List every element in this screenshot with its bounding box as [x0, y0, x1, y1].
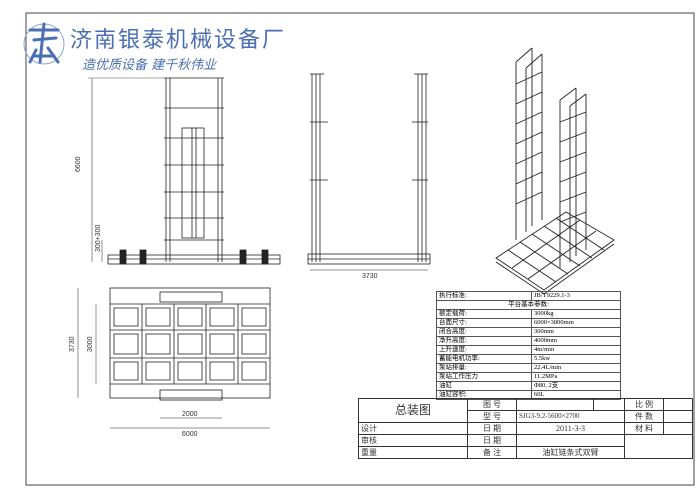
param-value: JB/T9229.1-3 — [531, 291, 621, 301]
param-header: 平台基本参数: — [436, 300, 621, 310]
front-elevation-view — [88, 77, 281, 265]
plan-view — [77, 287, 271, 429]
parameter-table: 执行标准: JB/T9229.1-3 平台基本参数: 额定载荷:3000kg 台… — [436, 291, 621, 400]
isometric-view — [495, 47, 615, 295]
param-row: 台面尺寸:6000×3000mm — [436, 318, 621, 328]
param-value: 22.4L/min — [531, 363, 621, 373]
scale-value — [663, 398, 693, 411]
count-value — [663, 410, 693, 423]
plan-width-outer-dim: 6000 — [182, 431, 198, 438]
param-key: 油缸 — [436, 381, 532, 391]
plan-width-inner-dim: 2000 — [182, 411, 198, 418]
param-value: 3000kg — [531, 309, 621, 319]
param-value: 4000mm — [531, 336, 621, 346]
plan-depth-outer-dim: 3730 — [69, 336, 76, 352]
param-header-row: 平台基本参数: — [436, 300, 621, 310]
date2-value — [516, 434, 625, 447]
label-note: 备 注 — [467, 446, 517, 459]
param-value: 4m/min — [531, 345, 621, 355]
label-weight: 重量 — [358, 446, 468, 459]
company-slogan: 造优质设备 建千秋伟业 — [82, 58, 217, 73]
front-height-dim: 6600 — [75, 156, 82, 172]
label-review: 审核 — [358, 434, 468, 447]
company-logo-icon — [23, 22, 65, 65]
param-key: 额定载荷: — [436, 309, 532, 319]
spacer-cell — [593, 398, 625, 411]
note-value: 油缸链条式双臂 — [516, 446, 625, 459]
param-value: 300mm — [531, 327, 621, 337]
label-count: 件 数 — [624, 410, 664, 423]
param-key: 台面尺寸: — [436, 318, 532, 328]
param-key: 蓄能电机功率: — [436, 354, 532, 364]
label-drawing-no: 图 号 — [467, 398, 517, 411]
label-date: 日 期 — [467, 422, 517, 435]
param-key: 执行标准: — [436, 291, 532, 301]
label-model: 型 号 — [467, 410, 517, 423]
param-key: 闭合高度: — [436, 327, 532, 337]
front-sub-dim: 300+300 — [95, 224, 102, 252]
label-date2: 日 期 — [467, 434, 517, 447]
label-material: 材 料 — [624, 422, 664, 435]
label-design: 设计 — [358, 422, 468, 435]
sheet-border — [25, 12, 695, 486]
param-key: 泵站排量: — [436, 363, 532, 373]
model-value: SJG3-9.2-5600×2700 — [516, 410, 625, 423]
param-row: 执行标准: JB/T9229.1-3 — [436, 291, 621, 301]
material-value — [663, 422, 693, 435]
param-row: 上升速度:4m/min — [436, 345, 621, 355]
company-name: 济南银泰机械设备厂 — [70, 28, 287, 53]
param-key: 净升高度: — [436, 336, 532, 346]
side-width-dim: 3730 — [362, 273, 378, 280]
param-value: 5.5kw — [531, 354, 621, 364]
param-row: 泵站排量:22.4L/min — [436, 363, 621, 373]
param-row: 额定载荷:3000kg — [436, 309, 621, 319]
param-value: 11.2MPa — [531, 372, 621, 382]
drawing-name: 总装图 — [358, 398, 468, 423]
param-value: Φ80, 2支 — [531, 381, 621, 391]
title-block: 总装图 图 号 比 例 型 号 SJG3-9.2-5600×2700 件 数 设… — [358, 398, 693, 459]
param-key: 上升速度: — [436, 345, 532, 355]
param-row: 闭合高度:300mm — [436, 327, 621, 337]
param-row: 净升高度:4000mm — [436, 336, 621, 346]
param-key: 泵站工作压力 — [436, 372, 532, 382]
label-scale: 比 例 — [624, 398, 664, 411]
plan-depth-inner-dim: 3000 — [87, 336, 94, 352]
side-elevation-view — [307, 73, 431, 271]
param-value: 6000×3000mm — [531, 318, 621, 328]
param-row: 蓄能电机功率:5.5kw — [436, 354, 621, 364]
drawing-no-value — [516, 398, 594, 411]
blank-cell — [624, 434, 693, 459]
date-value: 2011-3-3 — [516, 422, 625, 435]
